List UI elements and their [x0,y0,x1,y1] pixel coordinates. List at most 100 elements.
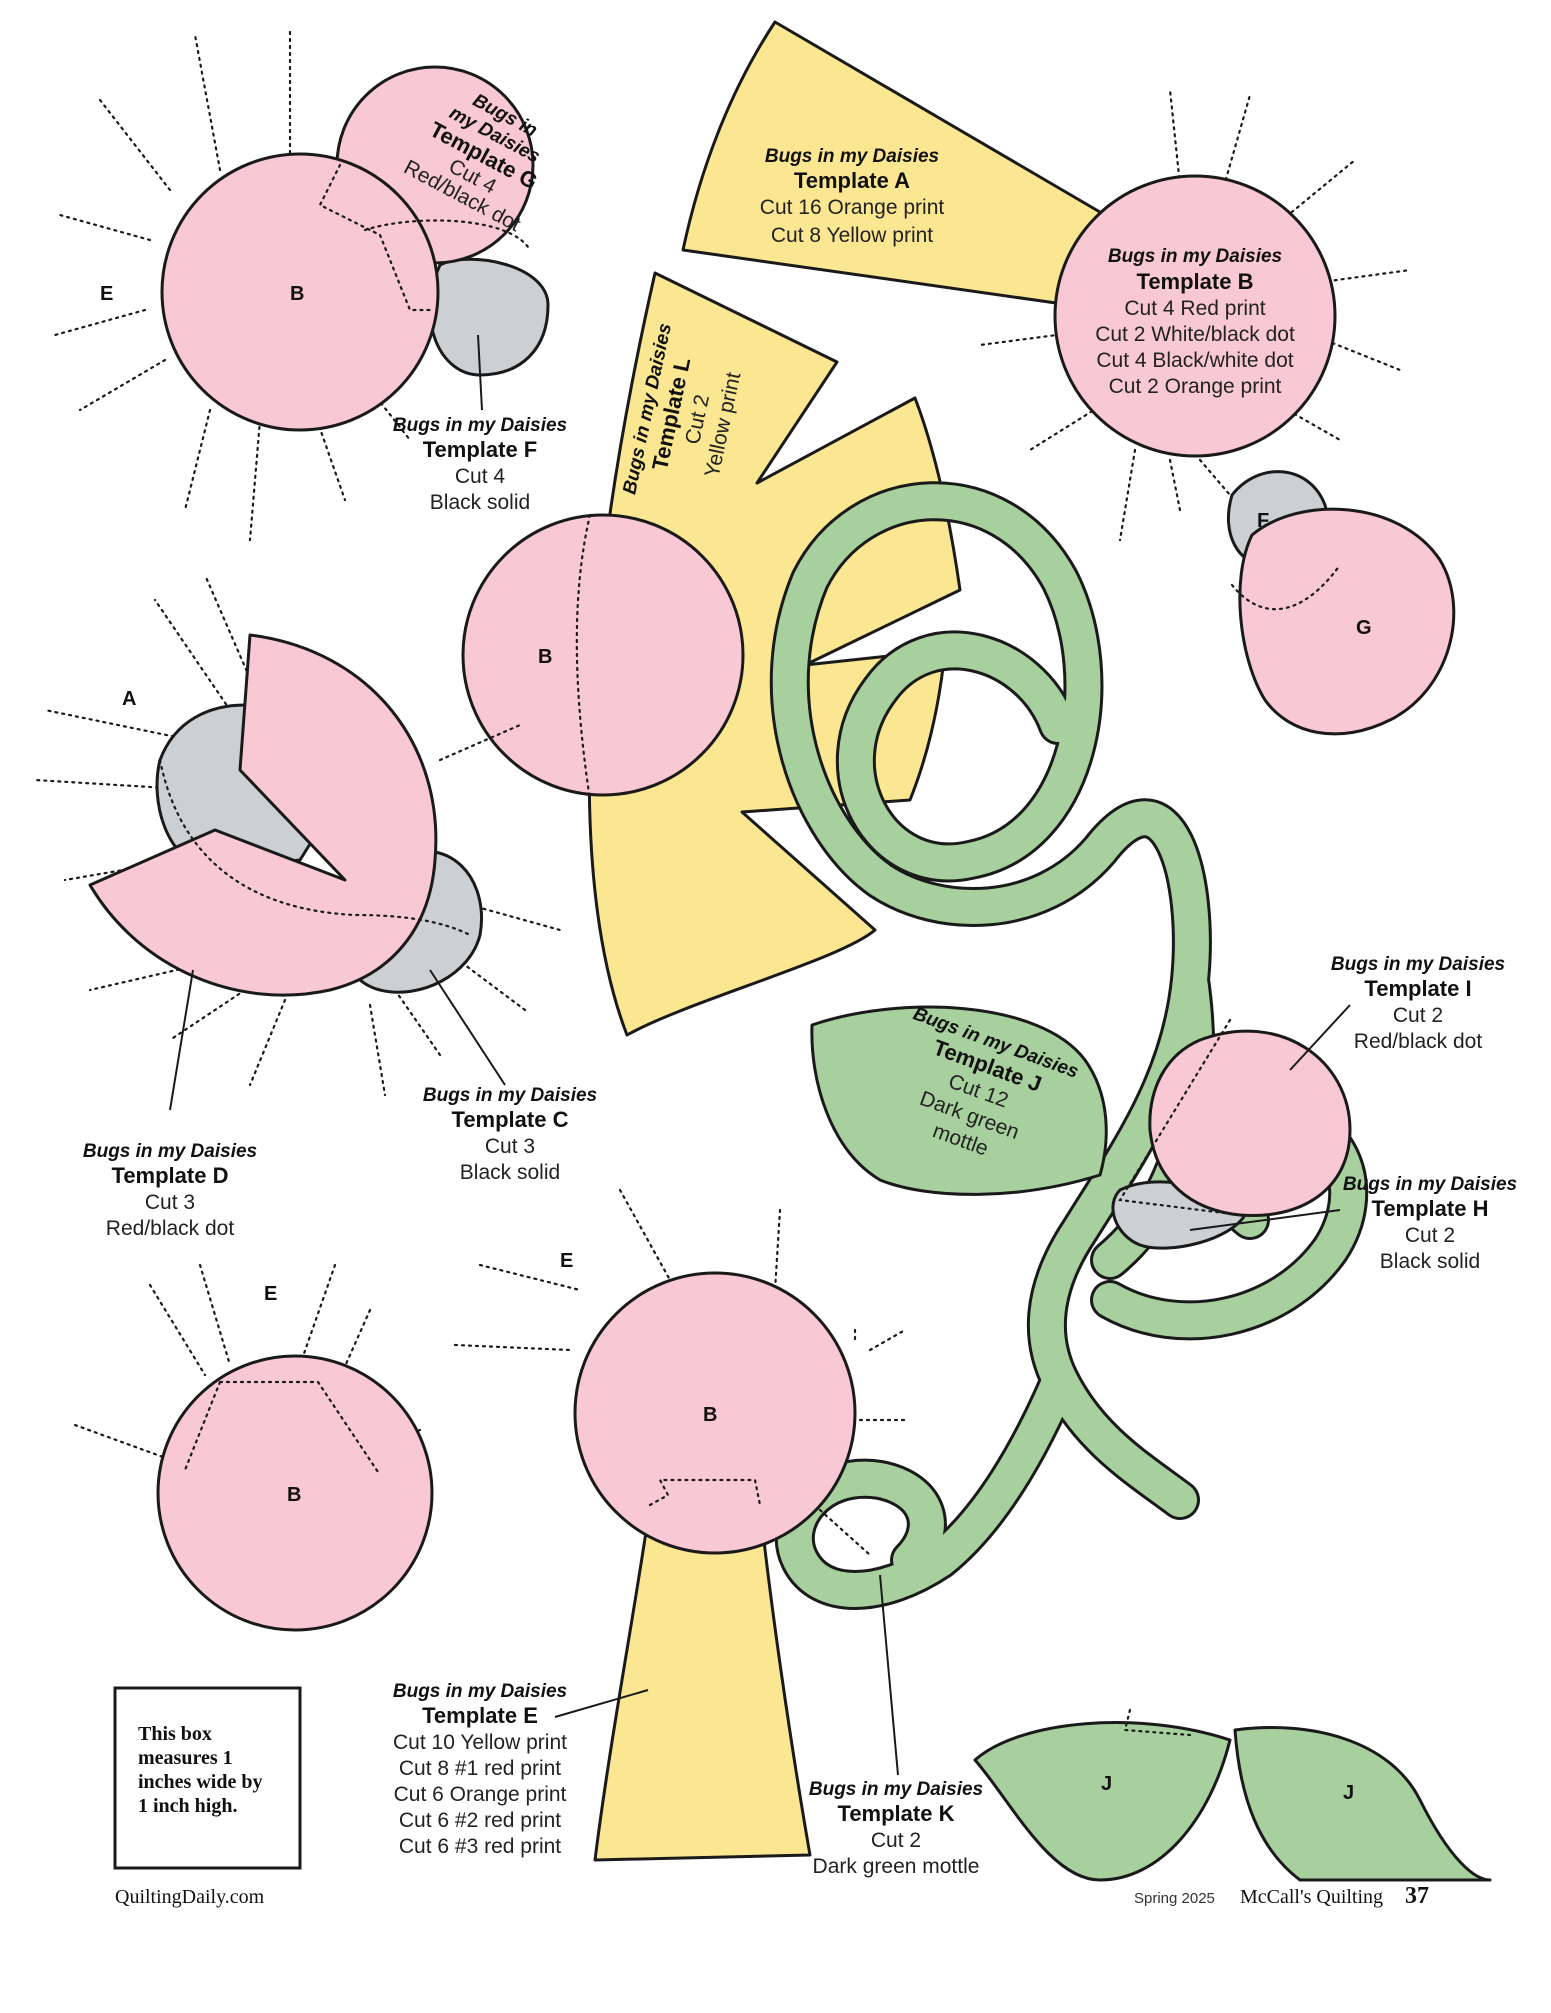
template-i-hidden-edge [1118,1018,1242,1217]
template-k-title: Template K [838,1801,955,1826]
template-a-title: Template A [794,168,910,193]
template-f-leader-top [477,334,483,411]
template-b-shape-bottom-left [156,1354,434,1632]
template-c-title: Template C [452,1107,569,1132]
template-b-name: Bugs in my Daisies [1108,246,1282,267]
template-e-leader [554,1689,649,1718]
template-d-cut-1: Cut 3 [145,1191,195,1214]
template-g-shape-right [1238,507,1456,736]
label-a-left: A [122,688,136,710]
label-b-bottom-middle: B [703,1404,717,1426]
template-d-label: Bugs in my Daisies Template D Cut 3 Red/… [83,1141,257,1240]
template-i-name: Bugs in my Daisies [1331,954,1505,975]
template-i-shape [1148,1029,1352,1218]
scale-box: This box measures 1 inches wide by 1 inc… [113,1686,302,1870]
scale-box-frame [113,1686,302,1870]
template-k-leader [879,1574,899,1776]
template-k-cut-1: Cut 2 [871,1829,921,1852]
template-b-cut-2: Cut 2 White/black dot [1095,323,1295,346]
template-d-hidden-edge [158,758,472,937]
template-k-label: Bugs in my Daisies Template K Cut 2 Dark… [809,1779,983,1878]
template-f-label: Bugs in my Daisies Template F Cut 4 Blac… [393,415,567,514]
template-b-shape-top-right [1053,174,1337,458]
footer: QuiltingDaily.com Spring 2025 McCall's Q… [115,1883,1429,1909]
label-e-bottom-left: E [264,1283,277,1305]
template-d-name: Bugs in my Daisies [83,1141,257,1162]
template-c-leader [429,969,506,1086]
template-j-shape [810,1005,1108,1196]
template-a-cut-1: Cut 16 Orange print [760,196,945,219]
label-j-right: J [1343,1782,1354,1804]
leaf-j-left [973,1721,1232,1882]
right-bug-ih: Bugs in my Daisies Template I Cut 2 Red/… [1111,954,1517,1273]
template-a-name: Bugs in my Daisies [765,146,939,167]
template-f-title: Template F [423,437,538,462]
template-g-hidden-edge [318,163,532,312]
template-l-hidden-edge [575,513,592,802]
label-g-right: G [1356,617,1372,639]
label-b-bottom-left: B [287,1484,301,1506]
bottom-left-flower: E B [73,1263,434,1632]
template-h-label: Bugs in my Daisies Template H Cut 2 Blac… [1343,1174,1517,1273]
template-e-cut-5: Cut 6 #3 red print [399,1835,561,1858]
template-d-title: Template D [112,1163,229,1188]
petal-rays-left [33,573,562,1097]
scale-box-line-3: inches wide by [138,1771,262,1793]
bottom-leaves: J J [973,1708,1492,1882]
template-j-group: Bugs in my Daisies Template J Cut 12 Dar… [810,1003,1108,1196]
template-b-shape-bottom-middle [573,1271,857,1555]
template-e-shape [593,1503,812,1862]
template-e-label: Bugs in my Daisies Template E Cut 10 Yel… [393,1681,567,1858]
template-f-cut-2: Black solid [430,491,530,514]
template-e-title: Template E [422,1703,538,1728]
scale-box-line-2: measures 1 [138,1747,233,1769]
label-f-right: F [1257,510,1269,532]
leaf-j-right [1233,1726,1492,1882]
template-e-hidden-bottom-middle [648,1478,762,1507]
template-e-hidden-bottom-left [183,1380,382,1477]
petal-rays-top-left [53,28,412,542]
petal-rays-bottom-middle [453,1188,907,1557]
template-a-shape [681,20,1107,307]
template-f-name: Bugs in my Daisies [393,415,567,436]
template-b-cut-1: Cut 4 Red print [1124,297,1265,320]
template-h-cut-1: Cut 2 [1405,1224,1455,1247]
template-i-leader [1289,1004,1351,1071]
template-h-name: Bugs in my Daisies [1343,1174,1517,1195]
template-h-title: Template H [1372,1196,1489,1221]
template-i-cut-2: Red/black dot [1354,1030,1483,1053]
template-e-cut-3: Cut 6 Orange print [394,1783,567,1806]
template-b-cut-4: Cut 2 Orange print [1109,375,1282,398]
template-c-name: Bugs in my Daisies [423,1085,597,1106]
bottom-middle-flower: E B Bugs in my Daisies Template E Cut 10… [393,1188,907,1862]
template-h-cut-2: Black solid [1380,1250,1480,1273]
template-i-title: Template I [1364,976,1471,1001]
template-b-shape-top-left [160,152,440,432]
label-e-top-left: E [100,283,113,305]
footer-website: QuiltingDaily.com [115,1886,265,1908]
template-g-hidden-edge-right [1230,563,1342,611]
template-e-name: Bugs in my Daisies [393,1681,567,1702]
petal-rays-top-right [978,88,1412,542]
footer-season: Spring 2025 [1134,1890,1215,1907]
template-b-title: Template B [1137,269,1254,294]
template-h-leader [1189,1209,1341,1231]
top-left-flower: E B Bugs in my Daisies Template G Cut 4 … [53,28,567,542]
template-c-cut-1: Cut 3 [485,1135,535,1158]
template-a-group: Bugs in my Daisies Template A Cut 16 Ora… [681,20,1107,307]
petal-rays-bottom-left [73,1263,422,1472]
footer-magazine: McCall's Quilting [1240,1886,1383,1908]
scale-box-line-4: 1 inch high. [138,1795,237,1817]
template-a-cut-2: Cut 8 Yellow print [771,224,933,247]
template-k-name: Bugs in my Daisies [809,1779,983,1800]
template-e-cut-1: Cut 10 Yellow print [393,1731,567,1754]
leaf-j-hidden-edge [1123,1708,1192,1737]
template-b-cut-3: Cut 4 Black/white dot [1096,349,1293,372]
template-d-leader [169,969,194,1111]
template-f-cut-1: Cut 4 [455,465,506,488]
template-c-label: Bugs in my Daisies Template C Cut 3 Blac… [423,1085,597,1184]
template-i-label: Bugs in my Daisies Template I Cut 2 Red/… [1331,954,1505,1053]
template-e-cut-2: Cut 8 #1 red print [399,1757,561,1780]
top-right-flower: Bugs in my Daisies Template B Cut 4 Red … [978,88,1412,542]
